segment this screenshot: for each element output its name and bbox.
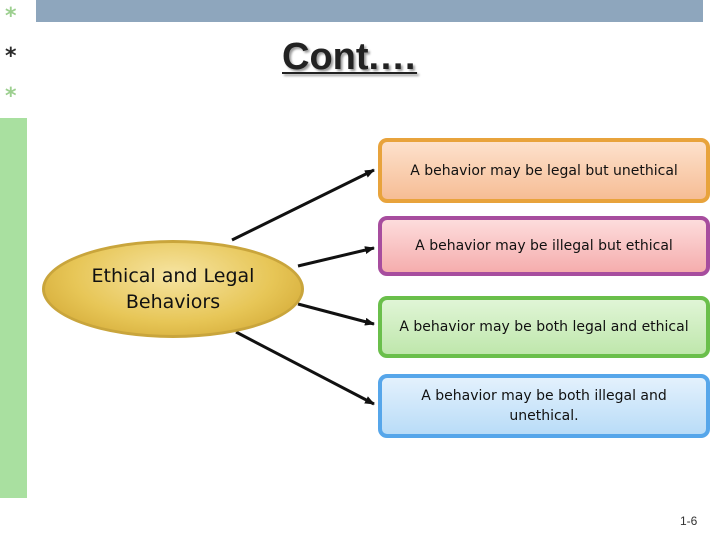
arrow-to-illegal-unethical (235, 330, 375, 406)
header-bar (36, 0, 703, 22)
arrow-to-illegal-ethical (297, 246, 375, 268)
bullet-star-icon: * (5, 44, 17, 69)
slide-title: Cont.… (282, 36, 418, 78)
outcome-label: A behavior may be illegal but ethical (415, 238, 673, 254)
slide-number: 1-6 (680, 514, 698, 528)
bullet-star-icon: * (5, 4, 17, 29)
outcome-box-illegal-unethical: A behavior may be both illegal and uneth… (378, 374, 710, 438)
outcome-label: A behavior may be both illegal and uneth… (421, 388, 667, 424)
central-concept-oval: Ethical and Legal Behaviors (42, 240, 304, 338)
arrow-to-legal-ethical (297, 302, 375, 326)
bullet-star-icon: * (5, 84, 17, 109)
outcome-label: A behavior may be both legal and ethical (399, 319, 689, 335)
outcome-box-legal-unethical: A behavior may be legal but unethical (378, 138, 710, 203)
central-concept-label: Ethical and Legal Behaviors (91, 265, 255, 313)
outcome-box-illegal-ethical: A behavior may be illegal but ethical (378, 216, 710, 276)
outcome-box-legal-ethical: A behavior may be both legal and ethical (378, 296, 710, 358)
side-accent-bar (0, 118, 27, 498)
outcome-label: A behavior may be legal but unethical (410, 162, 678, 179)
arrow-to-legal-unethical (231, 168, 375, 242)
